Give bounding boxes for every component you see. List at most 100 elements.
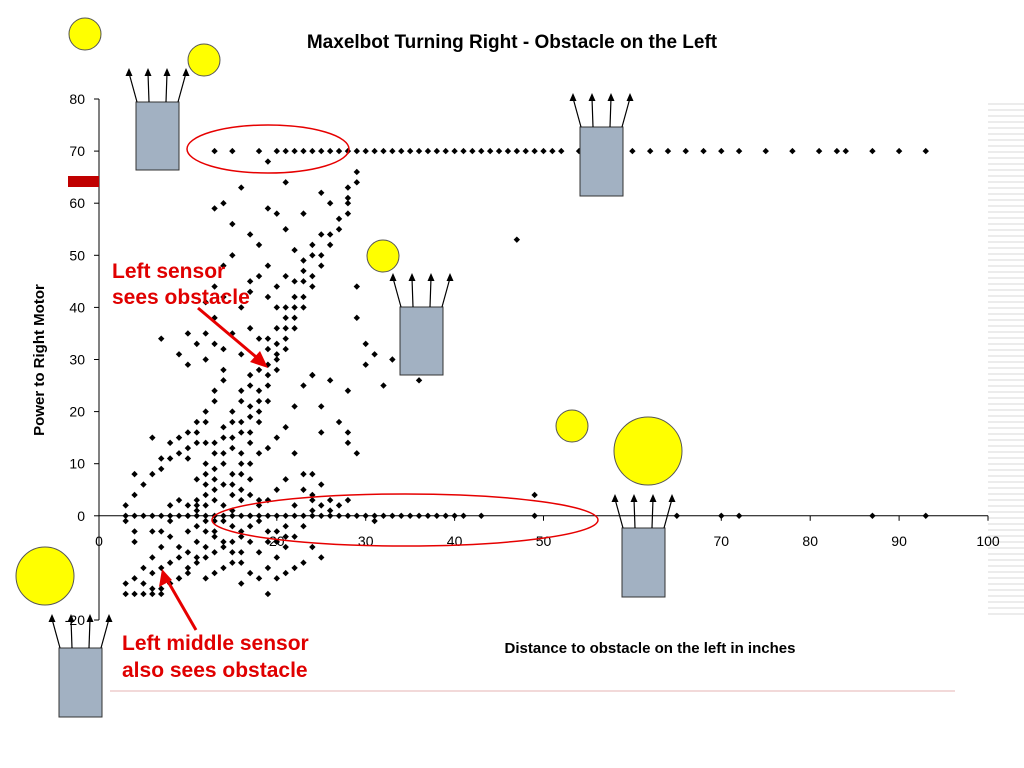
data-point <box>300 147 307 155</box>
data-point <box>282 476 289 483</box>
data-point <box>318 502 325 509</box>
data-point <box>718 147 725 155</box>
data-point <box>558 147 565 155</box>
data-point <box>326 231 334 238</box>
sensor-arrowhead <box>607 93 615 101</box>
data-point <box>238 450 245 457</box>
data-point <box>282 512 289 519</box>
data-point <box>442 512 449 519</box>
data-point <box>895 147 903 155</box>
data-point <box>220 434 227 441</box>
data-point <box>193 559 200 566</box>
data-point <box>175 434 183 441</box>
sensor-arrowhead <box>408 273 416 281</box>
x-tick-label: 100 <box>976 533 1000 549</box>
data-point <box>264 444 272 452</box>
data-point <box>158 543 165 551</box>
data-point <box>229 470 236 478</box>
y-tick-label: -20 <box>65 612 85 628</box>
data-point <box>175 575 183 582</box>
data-point <box>246 491 254 499</box>
data-point <box>255 496 263 504</box>
data-point <box>478 512 485 519</box>
robot-body <box>579 126 624 197</box>
data-point <box>229 252 236 259</box>
data-point <box>762 147 769 155</box>
data-point <box>255 366 263 374</box>
data-point <box>718 512 725 519</box>
data-point <box>309 470 316 478</box>
x-tick-label: 30 <box>358 533 374 549</box>
sensor-arrow <box>147 72 150 103</box>
data-points <box>122 147 929 598</box>
sensor-arrow <box>614 498 624 529</box>
data-point <box>415 147 423 155</box>
data-point <box>166 559 174 566</box>
data-point <box>922 512 929 519</box>
data-point <box>273 147 280 155</box>
data-point <box>175 450 183 457</box>
data-point <box>229 507 236 514</box>
y-tick-label: 60 <box>69 195 85 211</box>
sensor-arrow <box>88 618 91 649</box>
data-point <box>300 267 307 275</box>
data-point <box>246 439 254 447</box>
data-point <box>166 512 174 519</box>
data-point <box>122 512 129 519</box>
data-point <box>211 147 218 155</box>
data-point <box>309 241 316 249</box>
sensor-ball <box>555 409 589 443</box>
data-point <box>211 283 218 290</box>
data-point <box>149 590 156 598</box>
data-point <box>202 575 209 582</box>
data-point <box>264 382 272 389</box>
data-point <box>175 554 183 561</box>
data-point <box>202 439 209 447</box>
data-point <box>433 512 441 519</box>
data-point <box>246 278 254 285</box>
data-point <box>291 314 298 322</box>
data-point <box>424 147 432 155</box>
data-point <box>246 382 254 389</box>
data-point <box>229 147 236 155</box>
data-point <box>282 335 289 342</box>
data-point <box>238 387 245 394</box>
data-point <box>202 512 209 519</box>
data-point <box>246 538 254 546</box>
data-point <box>362 512 369 519</box>
data-point <box>273 351 280 358</box>
sensor-arrow <box>165 72 168 103</box>
data-point <box>229 481 236 488</box>
data-point <box>246 403 254 410</box>
sensor-arrowhead <box>389 273 397 281</box>
data-point <box>246 429 254 436</box>
data-point <box>122 590 129 598</box>
data-point <box>326 147 334 155</box>
data-point <box>282 179 289 186</box>
data-point <box>255 418 263 426</box>
data-point <box>264 205 272 212</box>
data-point <box>344 184 352 191</box>
data-point <box>309 371 316 379</box>
data-point <box>344 439 352 447</box>
data-point <box>255 408 263 415</box>
y-tick-label: 20 <box>69 404 85 420</box>
data-point <box>353 450 361 457</box>
data-point <box>398 147 405 155</box>
annotation-middle-sensor-line1: Left middle sensor <box>122 632 309 655</box>
data-point <box>246 231 254 238</box>
data-point <box>149 554 156 561</box>
data-point <box>273 528 280 535</box>
data-point <box>326 377 334 384</box>
data-point <box>362 361 369 368</box>
data-point <box>522 147 529 155</box>
annotation-left-middle-sensor: Left middle sensor also sees obstacle <box>122 569 309 682</box>
data-point <box>291 246 298 254</box>
data-point <box>211 397 218 405</box>
data-point <box>229 523 236 530</box>
annotation-left-sensor-arrow <box>197 306 263 364</box>
data-point <box>869 512 876 519</box>
data-point <box>193 418 200 426</box>
data-point <box>246 288 254 295</box>
data-point <box>273 340 280 348</box>
